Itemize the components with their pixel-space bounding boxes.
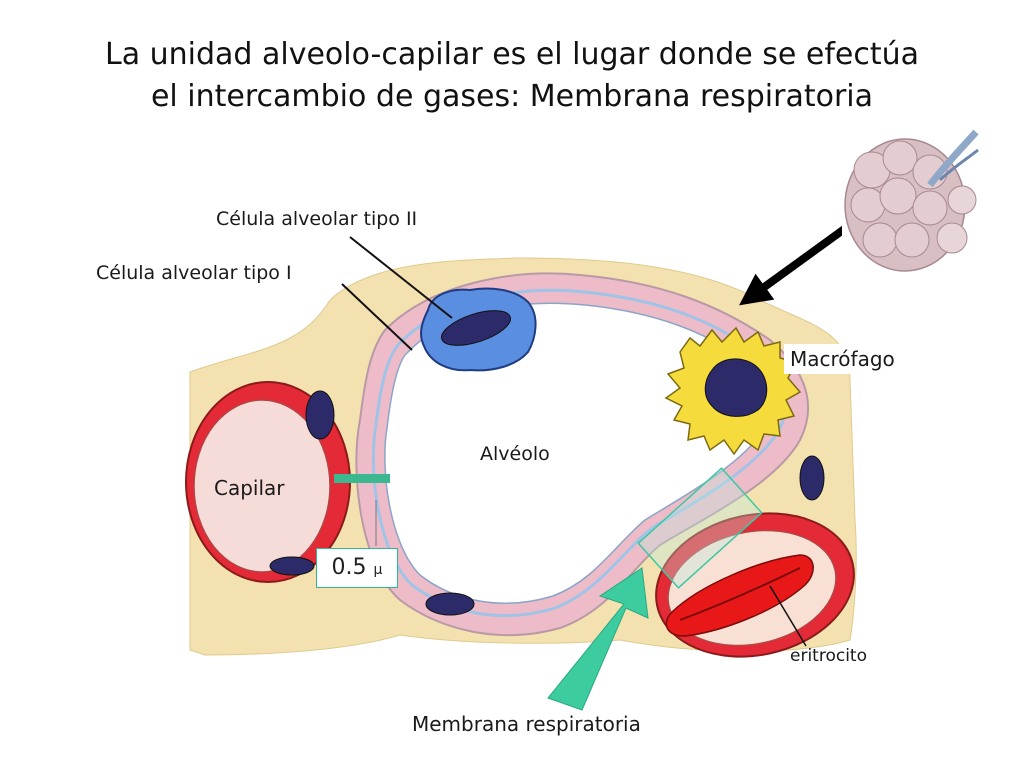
type-1-leader bbox=[341, 283, 413, 351]
alveolus-label: Alvéolo bbox=[480, 443, 550, 465]
type-2-cell-label: Célula alveolar tipo II bbox=[216, 208, 418, 230]
right-capillary-nucleus bbox=[799, 455, 825, 501]
scale-unit: μ bbox=[373, 562, 383, 578]
alveolar-sac-illustration-icon bbox=[842, 124, 980, 276]
erythrocyte-leader bbox=[769, 585, 807, 647]
macrophage-nucleus bbox=[704, 358, 768, 417]
title-line-1: La unidad alveolo-capilar es el lugar do… bbox=[105, 37, 919, 72]
left-capillary-nucleus-2 bbox=[269, 556, 315, 576]
left-capillary-nucleus-1 bbox=[305, 390, 335, 440]
title-line-2: el intercambio de gases: Membrana respir… bbox=[150, 79, 874, 114]
scale-value: 0.5 bbox=[331, 555, 367, 580]
membrane-highlight bbox=[637, 467, 763, 589]
membrane-arrow bbox=[547, 567, 649, 711]
left-capillary-lumen bbox=[193, 399, 331, 573]
erythrocyte-fold bbox=[679, 567, 801, 621]
wall-nucleus-bottom bbox=[425, 592, 475, 616]
type-2-cell-nucleus bbox=[440, 310, 512, 346]
type-2-leader bbox=[349, 236, 453, 319]
respiratory-membrane-label: Membrana respiratoria bbox=[412, 712, 641, 736]
type-1-cell-label: Célula alveolar tipo I bbox=[96, 262, 292, 284]
slide-title: La unidad alveolo-capilar es el lugar do… bbox=[0, 34, 1024, 118]
capillary-label: Capilar bbox=[214, 476, 285, 500]
erythrocyte-label: eritrocito bbox=[790, 646, 867, 666]
scale-bar bbox=[334, 474, 390, 483]
macrophage-label: Macrófago bbox=[784, 344, 901, 374]
scale-box: 0.5 μ bbox=[316, 548, 398, 588]
